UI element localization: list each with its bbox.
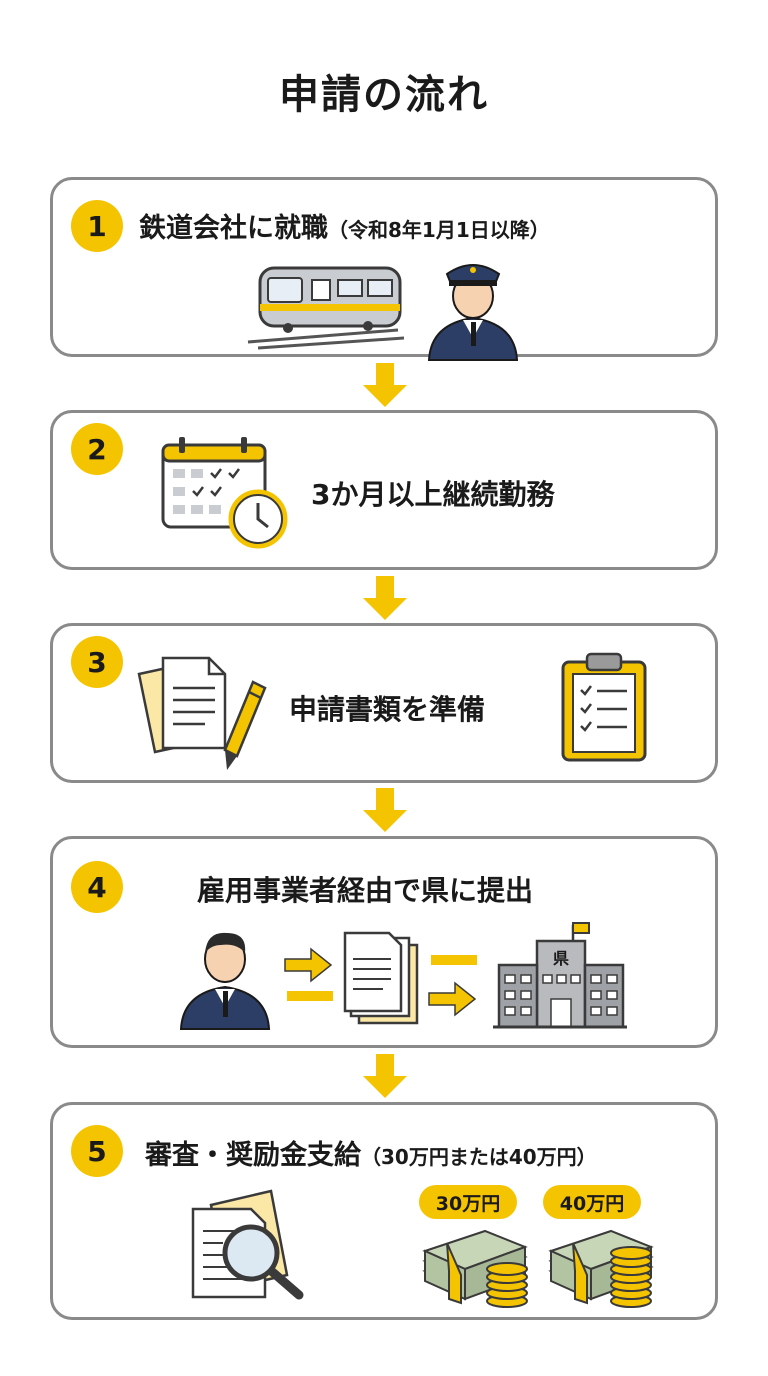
step-number: 5 xyxy=(71,1125,123,1177)
arrow-down-icon xyxy=(363,576,407,620)
dash-icon xyxy=(287,991,333,1001)
step-number: 4 xyxy=(71,861,123,913)
pen-icon xyxy=(223,680,267,770)
step-note: （30万円または40万円） xyxy=(361,1145,597,1169)
page-title: 申請の流れ xyxy=(279,72,489,118)
employee-icon xyxy=(179,932,271,1030)
arrow-down-icon xyxy=(363,788,407,832)
step-number: 2 xyxy=(71,423,123,475)
amount-badge: 30万円 xyxy=(419,1185,517,1219)
step-label: 鉄道会社に就職（令和8年1月1日以降） xyxy=(139,206,550,245)
step-4-card: 4 雇用事業者経由で県に提出 県 xyxy=(50,836,718,1048)
magnifier-icon xyxy=(191,1189,304,1300)
clock-icon xyxy=(228,489,288,549)
step-2-card: 2 3か月以上継続勤務 xyxy=(50,410,718,570)
step-number: 1 xyxy=(71,200,123,252)
calendar-icon xyxy=(161,437,267,529)
step-label-text: 鉄道会社に就職 xyxy=(139,213,328,244)
clipboard-icon xyxy=(561,652,647,762)
arrow-down-icon xyxy=(363,1054,407,1098)
stacked-documents-icon xyxy=(343,931,419,1025)
step-note: （令和8年1月1日以降） xyxy=(328,218,550,242)
amount-badge: 40万円 xyxy=(543,1185,641,1219)
step-label: 雇用事業者経由で県に提出 xyxy=(197,874,534,907)
document-icon xyxy=(137,656,227,754)
train-icon xyxy=(247,266,405,350)
step-label: 申請書類を準備 xyxy=(289,693,486,726)
arrow-down-icon xyxy=(363,363,407,407)
step-5-card: 5 審査・奨励金支給（30万円または40万円） 30万円 40万円 xyxy=(50,1102,718,1320)
arrow-right-icon xyxy=(428,981,477,1017)
step-3-card: 3 申請書類を準備 xyxy=(50,623,718,783)
dash-icon xyxy=(431,955,477,965)
arrow-right-icon xyxy=(284,947,333,983)
step-number: 3 xyxy=(71,636,123,688)
step-label-text: 審査・奨励金支給 xyxy=(145,1140,361,1171)
coins-icon xyxy=(610,1246,652,1308)
step-label: 3か月以上継続勤務 xyxy=(311,478,555,511)
coins-icon xyxy=(486,1262,528,1308)
building-sign: 県 xyxy=(552,949,569,968)
step-1-card: 1 鉄道会社に就職（令和8年1月1日以降） xyxy=(50,177,718,361)
step-label: 審査・奨励金支給（30万円または40万円） xyxy=(145,1133,597,1172)
prefectural-office-icon: 県 xyxy=(493,919,627,1029)
conductor-icon xyxy=(427,264,519,361)
